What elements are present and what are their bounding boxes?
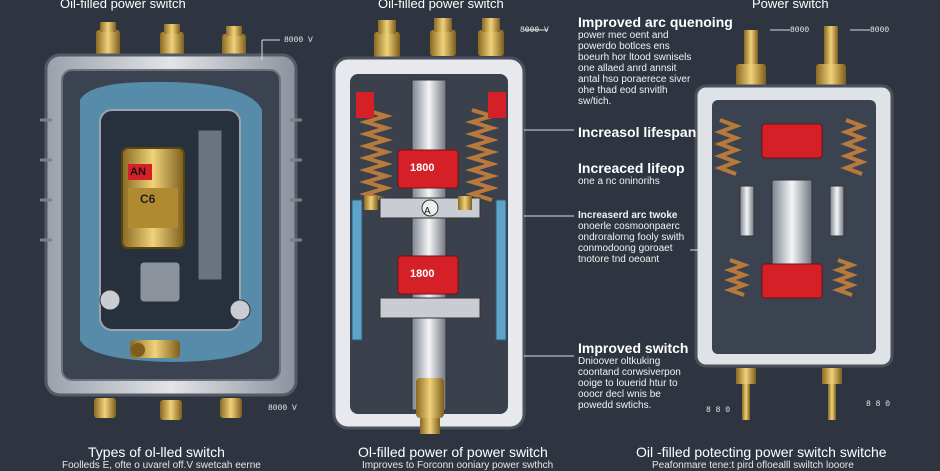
annotation-arc-quenching: Improved arc quenoing power mec oent and… [578, 14, 733, 107]
right-red-block-top [761, 123, 823, 159]
left-switch [40, 22, 302, 420]
left-chip-number: C6 [140, 192, 156, 206]
middle-voltage-top: 8000 V [520, 26, 549, 35]
left-title: Oil-filled power switch [60, 0, 186, 11]
middle-red-block-top [397, 149, 459, 189]
middle-caption-sub: Improves to Forconn ooniary power swthch [362, 460, 554, 471]
annotation-improved-switch: Improved switch Dnioover oltkuking coont… [578, 340, 689, 411]
middle-block-top-label: 1800 [410, 162, 435, 174]
right-title: Power switch [752, 0, 829, 11]
left-chip-label: AN [130, 166, 146, 178]
right-caption-sub: Peafonmare tene:t pird ofloealll swiltch… [652, 460, 854, 471]
right-bottom-left-label: 8 8 0 [706, 406, 731, 415]
middle-face-label: A [424, 206, 431, 217]
right-switch [690, 26, 894, 420]
right-voltage-top-2: 8000 [870, 26, 890, 35]
left-voltage-top: 8000 V [284, 36, 313, 45]
middle-red-block-bottom [397, 255, 459, 295]
left-voltage-bottom: 8000 V [268, 404, 297, 413]
middle-switch [332, 18, 574, 434]
left-caption-sub: Foolleds E, ofte o uvarel off.V swetcah … [62, 460, 261, 471]
right-voltage-top: 8000 [790, 26, 810, 35]
left-caption-title: Types of ol-lled switch [88, 444, 225, 460]
middle-caption-title: Ol-filled power of power switch [358, 444, 548, 460]
annotation-arc-stroke: Increaserd arc twoke onoerle cosmoonpaer… [578, 210, 685, 265]
middle-title: Oil-filled power switch [378, 0, 504, 11]
middle-block-bottom-label: 1800 [410, 268, 435, 280]
right-bottom-right-label: 8 8 0 [866, 400, 891, 409]
annotation-lifeop: Increaced lifeop one a nc oninorihs [578, 160, 685, 187]
annotation-lifespan: Increasol lifespan [578, 124, 697, 140]
right-caption-title: Oil -filled potecting power switch switc… [636, 444, 887, 460]
right-red-block-bottom [761, 263, 823, 299]
